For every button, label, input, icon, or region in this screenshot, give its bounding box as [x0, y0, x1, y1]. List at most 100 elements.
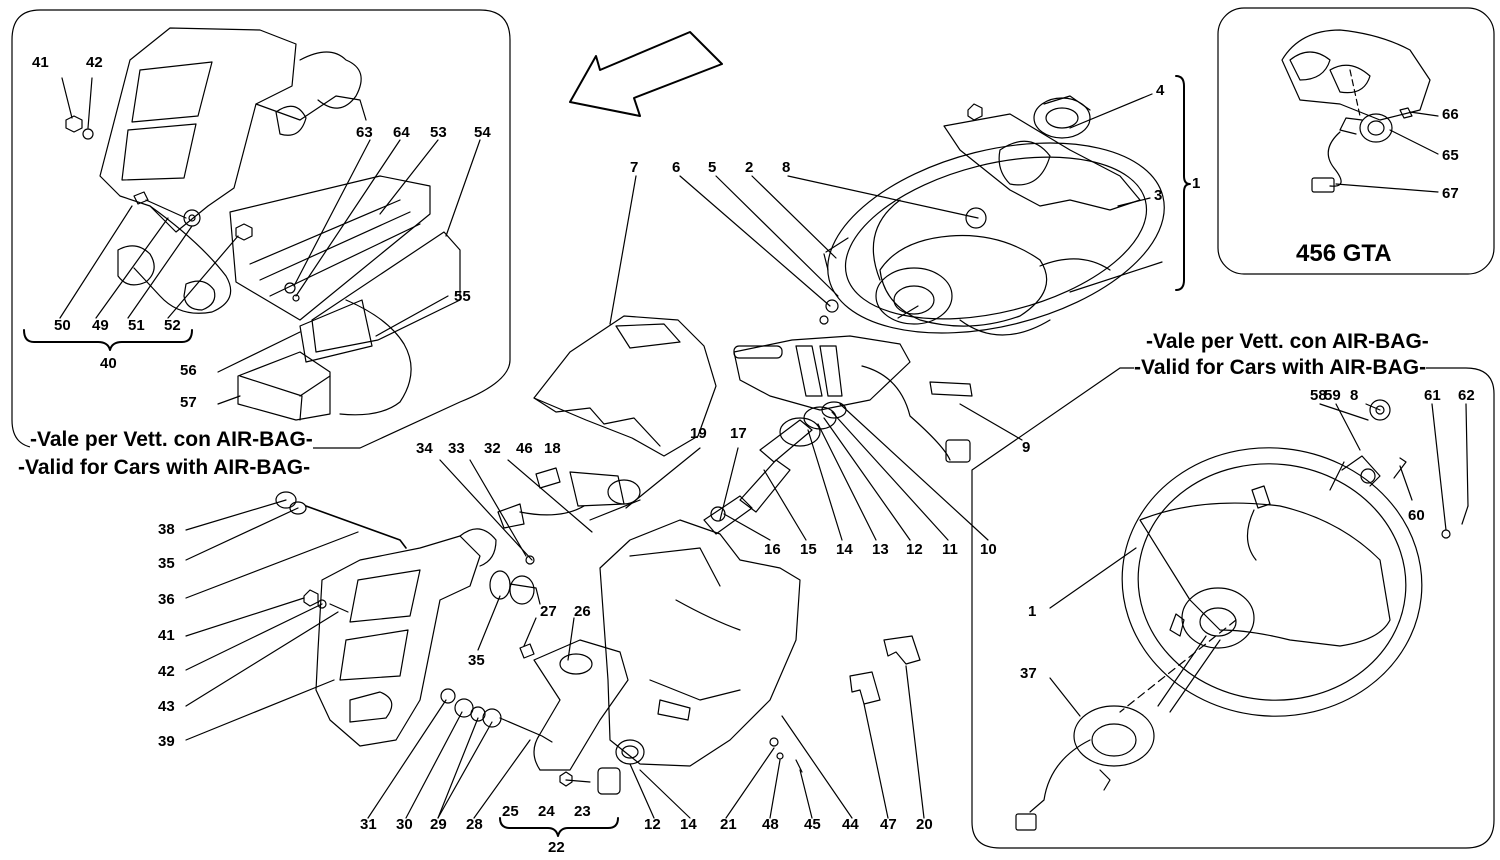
callout-label: 64 [393, 124, 410, 141]
steering-wheel-main [808, 111, 1184, 365]
column-support-bracket [276, 492, 540, 746]
callout-label: 36 [158, 591, 175, 608]
callout-label: 29 [430, 816, 447, 833]
callout-label: 25 [502, 803, 519, 820]
callout-label: 52 [164, 317, 181, 334]
callout-label: 33 [448, 440, 465, 457]
callout-label: 44 [842, 816, 859, 833]
callout-label: 16 [764, 541, 781, 558]
callout-label: 65 [1442, 147, 1459, 164]
tilt-lever-assembly [441, 640, 644, 794]
callout-label: 8 [782, 159, 791, 176]
callout-label: 24 [538, 803, 555, 820]
callout-label: 51 [128, 317, 145, 334]
callout-label: 14 [836, 541, 853, 558]
callout-label: 20 [916, 816, 933, 833]
airbag-note-en-right: -Valid for Cars with AIR-BAG- [1134, 356, 1427, 380]
callout-label: 22 [548, 839, 565, 856]
callout-label: 42 [158, 663, 175, 680]
inset-frame-airbag [972, 368, 1494, 848]
callout-label: 9 [1022, 439, 1031, 456]
callout-label: 56 [180, 362, 197, 379]
callout-label: 6 [672, 159, 681, 176]
direction-arrow [570, 32, 722, 116]
lower-column-cover-44 [600, 520, 800, 766]
callout-label: 23 [574, 803, 591, 820]
inset-leader-lines [60, 78, 480, 404]
callout-label: 1 [1028, 603, 1037, 620]
callout-label: 26 [574, 603, 591, 620]
callout-label: 35 [468, 652, 485, 669]
callout-label: 35 [158, 555, 175, 572]
column-cover-7 [534, 316, 716, 456]
callout-label: 1 [1192, 175, 1201, 192]
callout-label: 40 [100, 355, 117, 372]
callout-label: 17 [730, 425, 747, 442]
callout-label: 47 [880, 816, 897, 833]
callout-label: 63 [356, 124, 373, 141]
callout-label: 2 [745, 159, 754, 176]
callout-label: 43 [158, 698, 175, 715]
bracket-22 [500, 818, 618, 836]
ignition-switch [498, 468, 640, 528]
inset-fasteners [66, 116, 299, 301]
callout-label: 66 [1442, 106, 1459, 123]
callout-label: 60 [1408, 507, 1425, 524]
airbag-note-en: -Valid for Cars with AIR-BAG- [18, 456, 311, 480]
inset-frame-top-left [12, 10, 510, 448]
callout-label: 12 [644, 816, 661, 833]
callout-label: 30 [396, 816, 413, 833]
callout-label: 27 [540, 603, 557, 620]
callout-label: 59 [1324, 387, 1341, 404]
callout-label: 55 [454, 288, 471, 305]
callout-label: 4 [1156, 82, 1165, 99]
callout-label: 46 [516, 440, 533, 457]
main-column-assembly [704, 238, 972, 534]
callout-label: 67 [1442, 185, 1459, 202]
hub-plate [944, 96, 1140, 228]
callout-label: 41 [158, 627, 175, 644]
callout-label: 10 [980, 541, 997, 558]
callout-label: 58 [1310, 387, 1327, 404]
callout-label: 14 [680, 816, 697, 833]
inset-support-bracket [100, 28, 460, 420]
callout-label: 7 [630, 159, 639, 176]
gta-inset-parts [1282, 30, 1438, 192]
main-leader-lines [186, 94, 1162, 818]
callout-label: 41 [32, 54, 49, 71]
callout-label: 49 [92, 317, 109, 334]
callout-label: 18 [544, 440, 561, 457]
callout-label: 61 [1424, 387, 1441, 404]
airbag-note-it-right: -Vale per Vett. con AIR-BAG- [1146, 330, 1429, 354]
callout-label: 15 [800, 541, 817, 558]
callout-label: 50 [54, 317, 71, 334]
callout-label: 48 [762, 816, 779, 833]
callout-label: 31 [360, 816, 377, 833]
airbag-note-it: -Vale per Vett. con AIR-BAG- [30, 428, 313, 452]
callout-label: 5 [708, 159, 717, 176]
inset-frame-456gta [1218, 8, 1494, 274]
clips-20-47 [770, 636, 920, 772]
bracket-1 [1176, 76, 1190, 290]
callout-label: 57 [180, 394, 197, 411]
callout-label: 3 [1154, 187, 1163, 204]
callout-label: 42 [86, 54, 103, 71]
callout-label: 37 [1020, 665, 1037, 682]
bracket-40 [24, 330, 192, 350]
callout-label: 34 [416, 440, 433, 457]
callout-label: 19 [690, 425, 707, 442]
callout-label: 38 [158, 521, 175, 538]
model-name: 456 GTA [1290, 240, 1398, 268]
callout-label: 39 [158, 733, 175, 750]
callout-label: 62 [1458, 387, 1475, 404]
callout-label: 54 [474, 124, 491, 141]
callout-label: 28 [466, 816, 483, 833]
callout-label: 13 [872, 541, 889, 558]
callout-label: 11 [942, 541, 958, 558]
airbag-leader-lines [1050, 404, 1468, 716]
callout-label: 8 [1350, 387, 1359, 404]
callout-label: 21 [720, 816, 737, 833]
callout-label: 45 [804, 816, 821, 833]
callout-label: 32 [484, 440, 501, 457]
